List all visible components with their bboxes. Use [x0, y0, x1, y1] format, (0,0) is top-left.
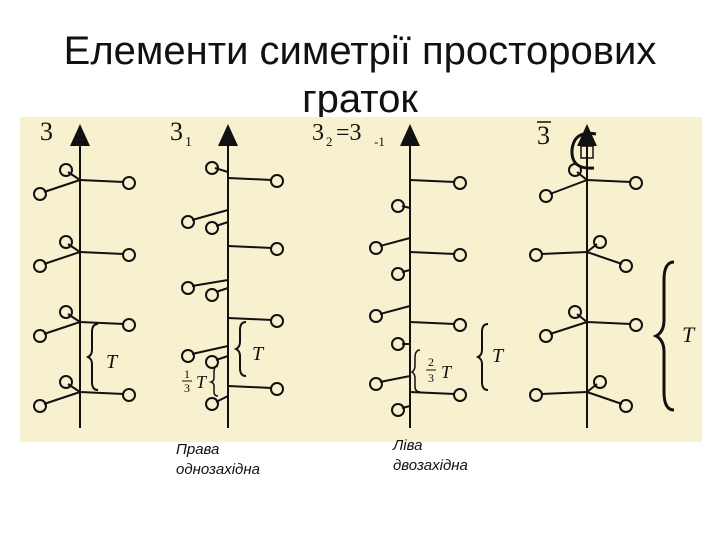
- diagram-panel: [20, 117, 702, 442]
- caption-right-line1: Права: [176, 441, 220, 458]
- period-label-1: T: [106, 351, 119, 373]
- period-label-4: T: [682, 322, 696, 347]
- fraction-num-2: 1: [184, 367, 190, 381]
- axis-3-diagram: [33, 140, 136, 428]
- axis-label-3-2-sub2: -1: [374, 134, 385, 149]
- axis-arrow-1: [70, 124, 90, 146]
- axis-label-3-2-eq: =3: [336, 120, 362, 146]
- axis-3-bar-diagram: [529, 131, 675, 428]
- axis-label-3-2-sub: 2: [326, 134, 333, 149]
- axis-label-3-bar: 3: [537, 121, 550, 150]
- caption-right: Права однозахідна: [176, 440, 260, 480]
- caption-left: Ліва двозахідна: [393, 436, 468, 476]
- period-label-3: T: [492, 345, 505, 367]
- axis-label-3-1-sub: 1: [185, 135, 192, 150]
- fraction-T-2: T: [196, 372, 208, 392]
- axis-label-3: 3: [40, 117, 53, 146]
- fraction-T-3: T: [441, 362, 453, 382]
- axis-arrow-3: [400, 124, 420, 146]
- caption-left-line1: Ліва: [393, 437, 423, 454]
- title-line-1: Елементи симетрії просторових: [63, 29, 657, 73]
- axis-label-3-2-main: 3: [312, 120, 324, 146]
- period-label-2: T: [252, 343, 265, 365]
- title-line-2: граток: [302, 77, 418, 121]
- caption-right-line2: однозахідна: [176, 461, 260, 478]
- axis-3-2-diagram: [369, 140, 489, 428]
- fraction-num-3: 2: [428, 355, 434, 369]
- fraction-den-3: 3: [428, 371, 434, 385]
- axis-arrow-4: [577, 124, 597, 146]
- caption-left-line2: двозахідна: [393, 457, 468, 474]
- fraction-den-2: 3: [184, 381, 190, 395]
- axis-arrow-2: [218, 124, 238, 146]
- axis-3-1-diagram: [181, 140, 284, 428]
- axis-label-3-1-main: 3: [170, 117, 183, 146]
